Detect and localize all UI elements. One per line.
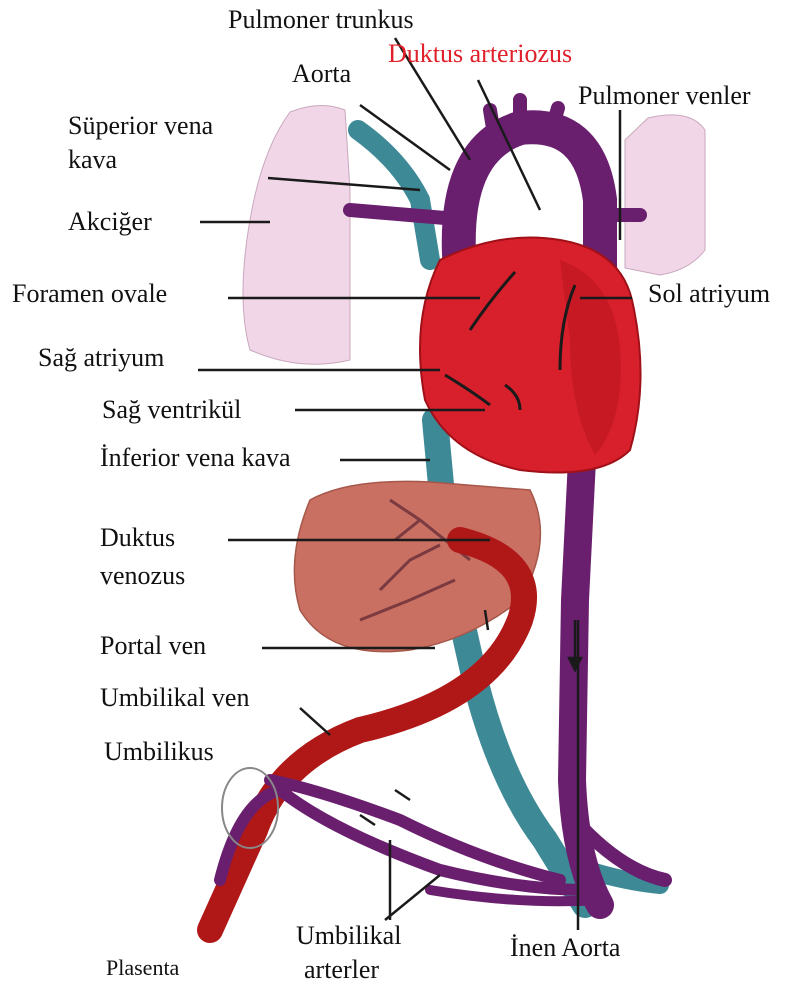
label-inen-aorta: İnen Aorta <box>510 932 620 964</box>
label-superior-vena-kava-line1: Süperior vena <box>68 110 213 142</box>
label-umbilikal-arterler-line2: arterler <box>304 954 379 986</box>
superior-vena-cava <box>358 130 430 260</box>
label-umbilikus: Umbilikus <box>104 736 214 768</box>
left-lung <box>243 105 350 364</box>
label-pulmoner-venler: Pulmoner venler <box>578 80 751 112</box>
label-sol-atriyum: Sol atriyum <box>648 278 770 310</box>
label-duktus-venozus-line2: venozus <box>100 560 185 592</box>
label-sag-atriyum: Sağ atriyum <box>38 342 164 374</box>
label-plasenta: Plasenta <box>106 952 179 984</box>
label-umbilikal-arterler-line1: Umbilikal <box>296 920 401 952</box>
pulmonary-vein-left <box>350 210 445 218</box>
arch-branch-3 <box>550 108 558 135</box>
right-lung <box>625 115 705 275</box>
label-inferior-vena-kava: İnferior vena kava <box>100 442 291 474</box>
label-pulmoner-trunkus: Pulmoner trunkus <box>228 4 414 36</box>
label-sag-ventrikul: Sağ ventrikül <box>102 394 241 426</box>
label-portal-ven: Portal ven <box>100 630 206 662</box>
label-akciger: Akciğer <box>68 206 152 238</box>
label-superior-vena-kava-line2: kava <box>68 144 117 176</box>
label-aorta: Aorta <box>292 58 351 90</box>
label-umbilikal-ven: Umbilikal ven <box>100 682 249 714</box>
label-foramen-ovale: Foramen ovale <box>12 278 167 310</box>
label-duktus-arteriozus: Duktus arteriozus <box>388 38 572 70</box>
label-duktus-venozus-line1: Duktus <box>100 522 175 554</box>
